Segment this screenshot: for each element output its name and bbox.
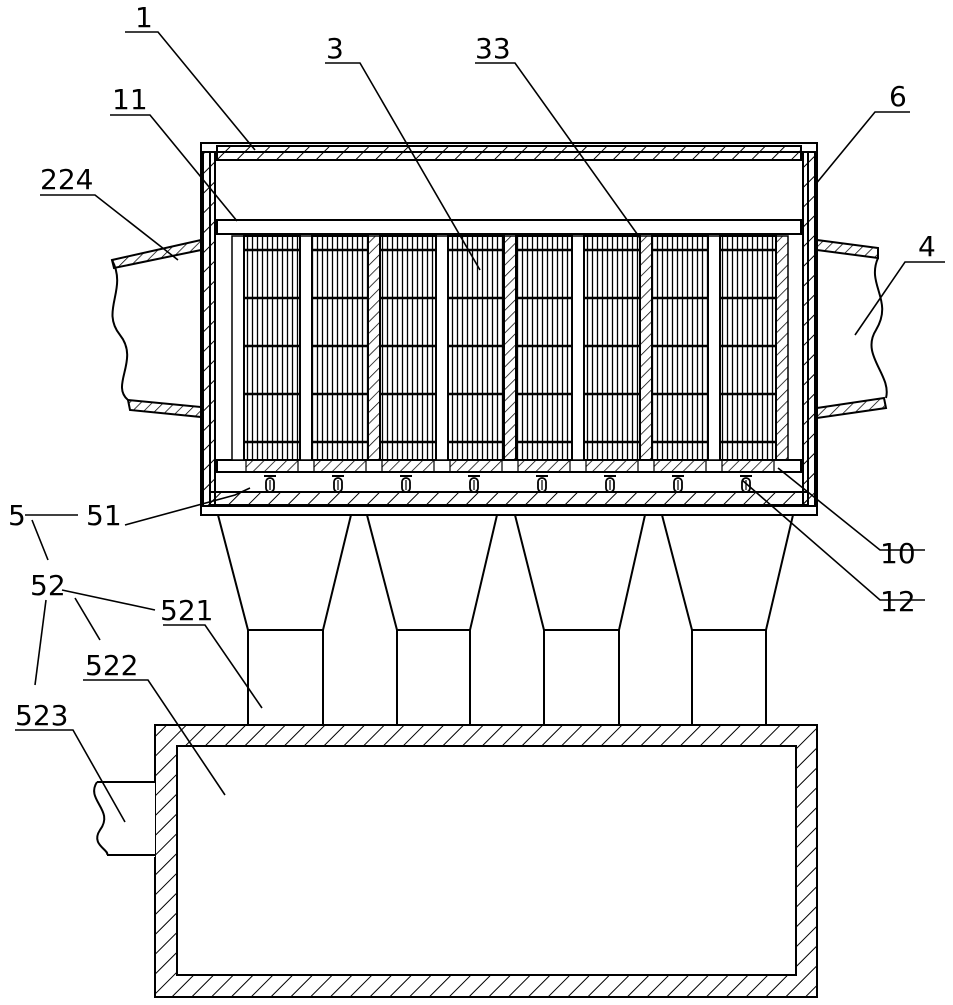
partition xyxy=(232,236,244,460)
label-12: 12 xyxy=(880,585,916,618)
nozzle xyxy=(536,476,548,492)
collection-box xyxy=(155,725,817,997)
partition xyxy=(572,236,584,460)
label-3: 3 xyxy=(326,32,344,65)
inlet-pipe xyxy=(112,240,201,417)
label-521: 521 xyxy=(160,594,213,627)
label-6: 6 xyxy=(889,80,907,113)
nozzle xyxy=(672,476,684,492)
partition xyxy=(776,236,788,460)
label-10: 10 xyxy=(880,537,916,570)
filter-cartridge xyxy=(312,236,368,472)
label-51: 51 xyxy=(86,499,122,532)
nozzle xyxy=(468,476,480,492)
nozzle xyxy=(332,476,344,492)
partition xyxy=(504,236,516,460)
label-52: 52 xyxy=(30,569,66,602)
discharge-pipe xyxy=(94,782,155,857)
outlet-pipe xyxy=(817,240,887,418)
nozzle xyxy=(264,476,276,492)
label-1: 1 xyxy=(135,1,153,34)
label-523: 523 xyxy=(15,699,68,732)
label-11: 11 xyxy=(112,83,148,116)
filter-cartridge xyxy=(244,236,300,472)
label-4: 4 xyxy=(918,230,936,263)
nozzles xyxy=(264,476,752,492)
label-5: 5 xyxy=(8,499,26,532)
partition xyxy=(708,236,720,460)
filter-cartridge xyxy=(448,236,504,472)
filter-cartridge xyxy=(720,236,776,472)
filter-cartridges xyxy=(232,236,788,472)
label-522: 522 xyxy=(85,649,138,682)
partition xyxy=(640,236,652,460)
filter-cartridge xyxy=(584,236,640,472)
partition xyxy=(300,236,312,460)
filter-cartridge xyxy=(380,236,436,472)
label-224: 224 xyxy=(40,163,93,196)
partition xyxy=(368,236,380,460)
label-33: 33 xyxy=(475,32,511,65)
hoppers xyxy=(218,515,793,725)
nozzle xyxy=(400,476,412,492)
partition xyxy=(436,236,448,460)
filter-cartridge xyxy=(516,236,572,472)
filter-cartridge xyxy=(652,236,708,472)
nozzle xyxy=(604,476,616,492)
